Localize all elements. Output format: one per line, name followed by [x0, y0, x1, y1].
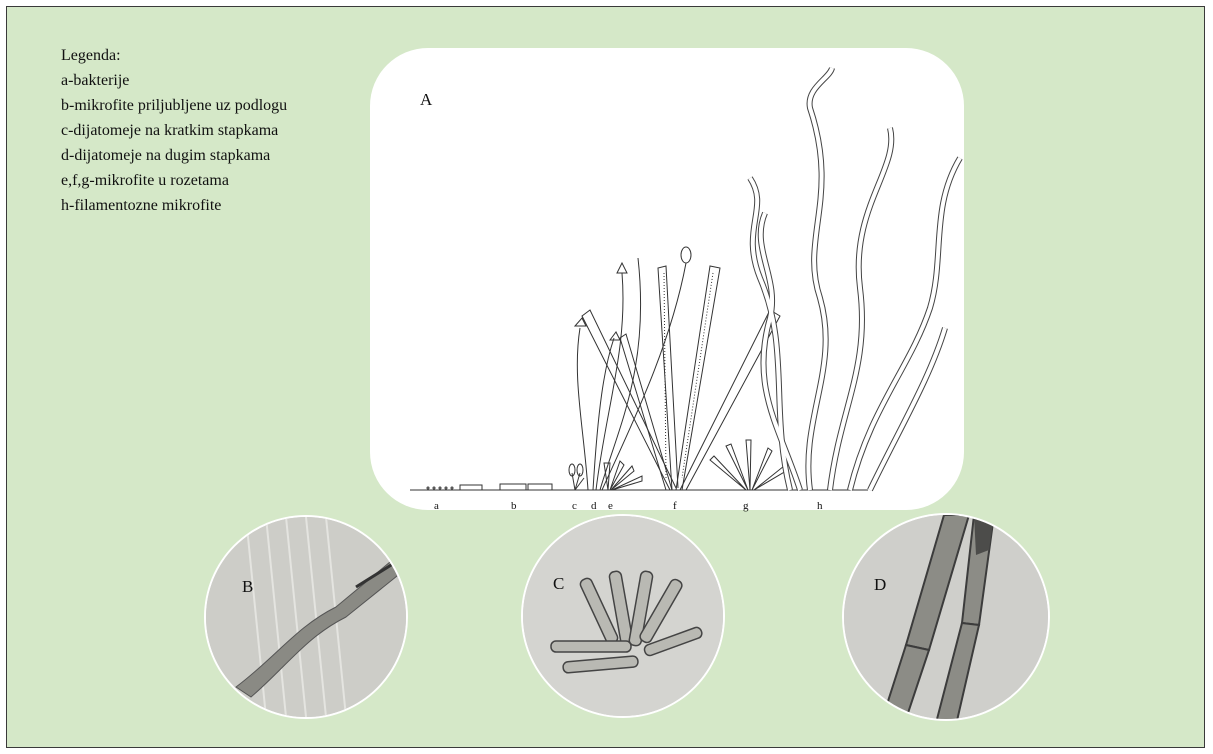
micrograph-c-art — [523, 516, 723, 716]
micrograph-d-art — [844, 515, 1048, 719]
panel-a-drawing: A a b c d e f g h — [370, 48, 964, 510]
legend-item-h: h-filamentozne mikrofite — [61, 197, 311, 214]
ground-letter-d: d — [591, 500, 597, 512]
small-rosette — [604, 461, 642, 490]
panel-c-label: C — [553, 574, 564, 594]
bacteria-dots — [427, 487, 453, 489]
legend: Legenda: a-bakterije b-mikrofite priljub… — [61, 47, 311, 222]
ground-letter-f: f — [673, 500, 677, 512]
legend-item-a: a-bakterije — [61, 72, 311, 89]
legend-item-efg: e,f,g-mikrofite u rozetama — [61, 172, 311, 189]
rosette-g — [710, 440, 786, 490]
ground-letter-g: g — [743, 500, 749, 512]
panel-a-label: A — [420, 90, 432, 110]
legend-item-b: b-mikrofite priljubljene uz podlogu — [61, 97, 311, 114]
micrograph-b: B — [206, 517, 406, 717]
periphyton-drawing — [370, 48, 964, 510]
short-stalk-diatoms — [569, 464, 584, 490]
ground-letter-c: c — [572, 500, 577, 512]
panel-b-label: B — [242, 577, 253, 597]
ground-letter-a: a — [434, 500, 439, 512]
micrograph-c: C — [523, 516, 723, 716]
panel-d-label: D — [874, 575, 886, 595]
figure-frame: Legenda: a-bakterije b-mikrofite priljub… — [6, 6, 1205, 748]
ground-letter-b: b — [511, 500, 517, 512]
micrograph-b-art — [206, 517, 406, 717]
adnate-cells — [460, 484, 552, 490]
long-stalk-diatoms — [575, 247, 691, 490]
legend-item-c: c-dijatomeje na kratkim stapkama — [61, 122, 311, 139]
legend-title: Legenda: — [61, 47, 311, 64]
ground-letter-e: e — [608, 500, 613, 512]
ground-letter-h: h — [817, 500, 823, 512]
micrograph-d: D — [844, 515, 1048, 719]
legend-item-d: d-dijatomeje na dugim stapkama — [61, 147, 311, 164]
